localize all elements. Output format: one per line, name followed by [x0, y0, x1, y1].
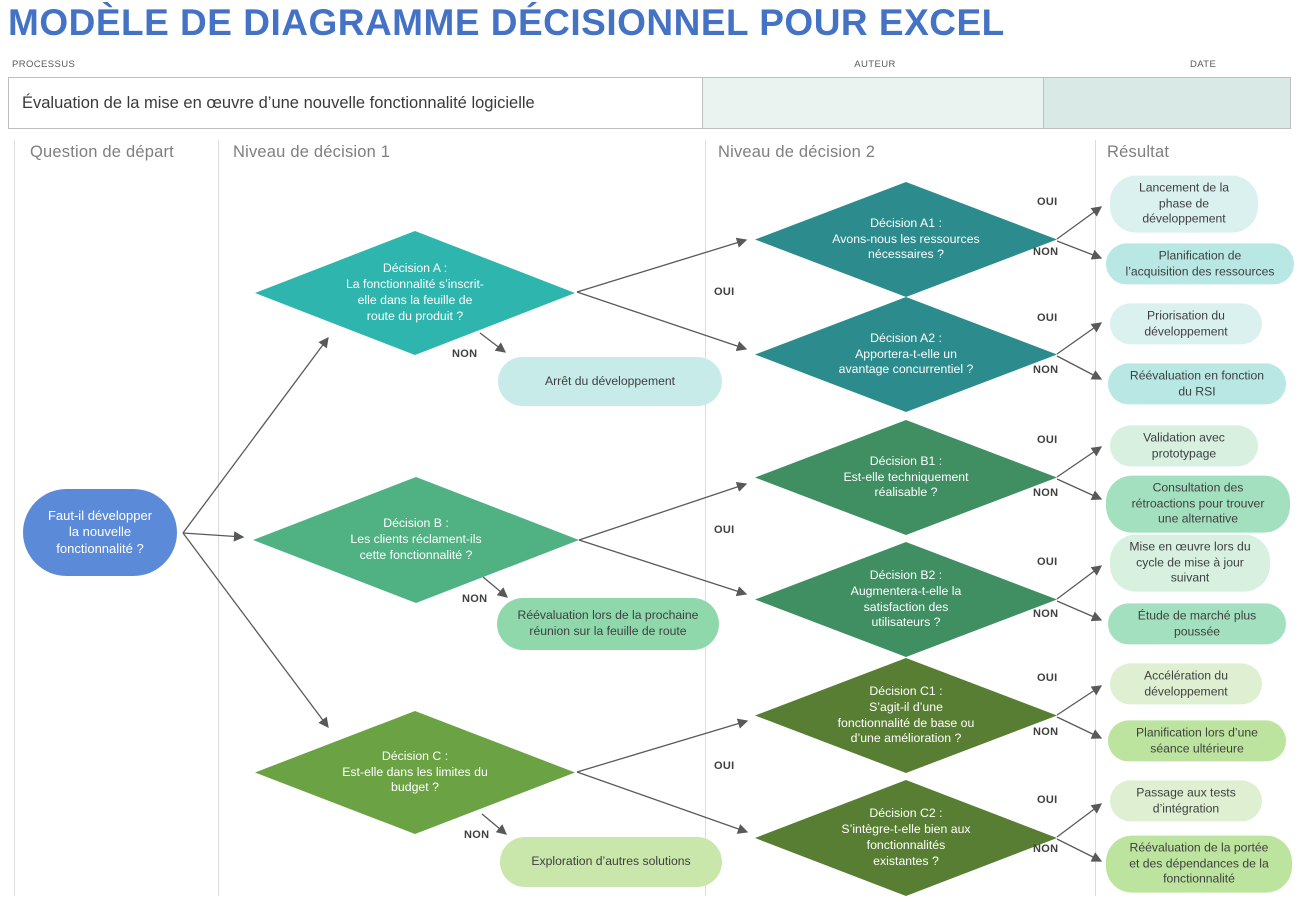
- column-divider: [1095, 140, 1096, 896]
- result-node[interactable]: Priorisation du développement: [1110, 303, 1262, 345]
- decision-c-no-text: Exploration d’autres solutions: [531, 854, 691, 869]
- result-text: Validation avec prototypage: [1143, 430, 1225, 460]
- column-header-level1: Niveau de décision 1: [233, 143, 391, 161]
- decision-b2-text: Décision B2 : Augmentera-t-elle la satis…: [850, 567, 962, 630]
- result-node[interactable]: Réévaluation en fonction du RSI: [1108, 363, 1286, 405]
- column-divider: [218, 140, 219, 896]
- column-header-level2: Niveau de décision 2: [718, 143, 876, 161]
- process-value: Évaluation de la mise en œuvre d’une nou…: [22, 93, 535, 112]
- decision-a1-text: Décision A1 : Avons-nous les ressources …: [832, 215, 980, 262]
- result-text: Réévaluation en fonction du RSI: [1129, 368, 1265, 398]
- branch-label-non: NON: [464, 829, 490, 841]
- result-text: Planification lors d’une séance ultérieu…: [1136, 725, 1258, 755]
- result-node[interactable]: Réévaluation de la portée et des dépenda…: [1106, 835, 1292, 893]
- date-label: DATE: [1190, 59, 1217, 70]
- result-node[interactable]: Lancement de la phase de développement: [1110, 175, 1258, 233]
- branch-label-non: NON: [1033, 608, 1059, 620]
- branch-label-oui: OUI: [1037, 312, 1058, 324]
- result-node[interactable]: Planification lors d’une séance ultérieu…: [1108, 720, 1286, 762]
- decision-a-no-text: Arrêt du développement: [544, 373, 676, 388]
- branch-label-non: NON: [1033, 487, 1059, 499]
- result-node[interactable]: Passage aux tests d’intégration: [1110, 780, 1262, 822]
- column-divider: [705, 140, 706, 896]
- result-text: Consultation des rétroactions pour trouv…: [1131, 480, 1265, 526]
- branch-label-non: NON: [1033, 364, 1059, 376]
- branch-label-oui: OUI: [1037, 434, 1058, 446]
- column-divider: [14, 140, 15, 896]
- result-node[interactable]: Accélération du développement: [1110, 663, 1262, 705]
- result-text: Mise en œuvre lors du cycle de mise à jo…: [1129, 539, 1251, 585]
- branch-label-oui: OUI: [1037, 672, 1058, 684]
- result-text: Passage aux tests d’intégration: [1136, 785, 1236, 815]
- decision-c1-text: Décision C1 : S’agit-il d’une fonctionna…: [837, 683, 975, 746]
- result-node[interactable]: Étude de marché plus poussée: [1108, 603, 1286, 645]
- date-field[interactable]: [1043, 77, 1291, 129]
- branch-label-non: NON: [1033, 726, 1059, 738]
- decision-b-no-outcome[interactable]: Réévaluation lors de la prochaine réunio…: [497, 598, 719, 650]
- branch-label-non: NON: [1033, 843, 1059, 855]
- decision-b-no-text: Réévaluation lors de la prochaine réunio…: [517, 608, 699, 638]
- decision-c2-text: Décision C2 : S’intègre-t-elle bien aux …: [841, 806, 971, 868]
- column-header-result: Résultat: [1107, 143, 1170, 161]
- process-label: PROCESSUS: [12, 59, 76, 70]
- decision-c-text: Décision C : Est-elle dans les limites d…: [342, 748, 488, 795]
- page-title: MODÈLE DE DIAGRAMME DÉCISIONNEL POUR EXC…: [8, 2, 1005, 43]
- result-node[interactable]: Consultation des rétroactions pour trouv…: [1106, 475, 1290, 533]
- branch-label-oui: OUI: [714, 760, 735, 772]
- column-header-start: Question de départ: [30, 143, 174, 161]
- branch-label-oui: OUI: [1037, 556, 1058, 568]
- result-text: Priorisation du développement: [1144, 308, 1228, 338]
- result-text: Réévaluation de la portée et des dépenda…: [1129, 840, 1269, 886]
- start-question-text: Faut-il développer la nouvelle fonctionn…: [47, 507, 153, 556]
- result-node[interactable]: Validation avec prototypage: [1110, 425, 1258, 467]
- branch-label-oui: OUI: [1037, 196, 1058, 208]
- decision-a2-text: Décision A2 : Apportera-t-elle un avanta…: [838, 330, 974, 377]
- decision-c-no-outcome[interactable]: Exploration d’autres solutions: [500, 837, 722, 887]
- decision-b1-text: Décision B1 : Est-elle techniquement réa…: [843, 453, 969, 500]
- author-label: AUTEUR: [854, 59, 896, 70]
- result-text: Lancement de la phase de développement: [1138, 180, 1230, 226]
- result-node[interactable]: Mise en œuvre lors du cycle de mise à jo…: [1110, 534, 1270, 592]
- result-text: Accélération du développement: [1143, 668, 1228, 698]
- process-field[interactable]: Évaluation de la mise en œuvre d’une nou…: [8, 77, 703, 129]
- result-node[interactable]: Planification de l’acquisition des resso…: [1106, 243, 1294, 285]
- start-question-node[interactable]: Faut-il développer la nouvelle fonctionn…: [23, 489, 177, 576]
- decision-a-text: Décision A : La fonctionnalité s’inscrit…: [345, 261, 485, 323]
- branch-label-oui: OUI: [714, 286, 735, 298]
- decision-b-text: Décision B : Les clients réclament-ils c…: [350, 516, 482, 562]
- branch-label-non: NON: [452, 348, 478, 360]
- branch-label-non: NON: [462, 593, 488, 605]
- author-field[interactable]: [702, 77, 1044, 129]
- branch-label-oui: OUI: [714, 524, 735, 536]
- branch-label-non: NON: [1033, 246, 1059, 258]
- result-text: Planification de l’acquisition des resso…: [1125, 248, 1275, 278]
- result-text: Étude de marché plus poussée: [1137, 608, 1257, 638]
- branch-label-oui: OUI: [1037, 794, 1058, 806]
- decision-a-no-outcome[interactable]: Arrêt du développement: [498, 357, 722, 406]
